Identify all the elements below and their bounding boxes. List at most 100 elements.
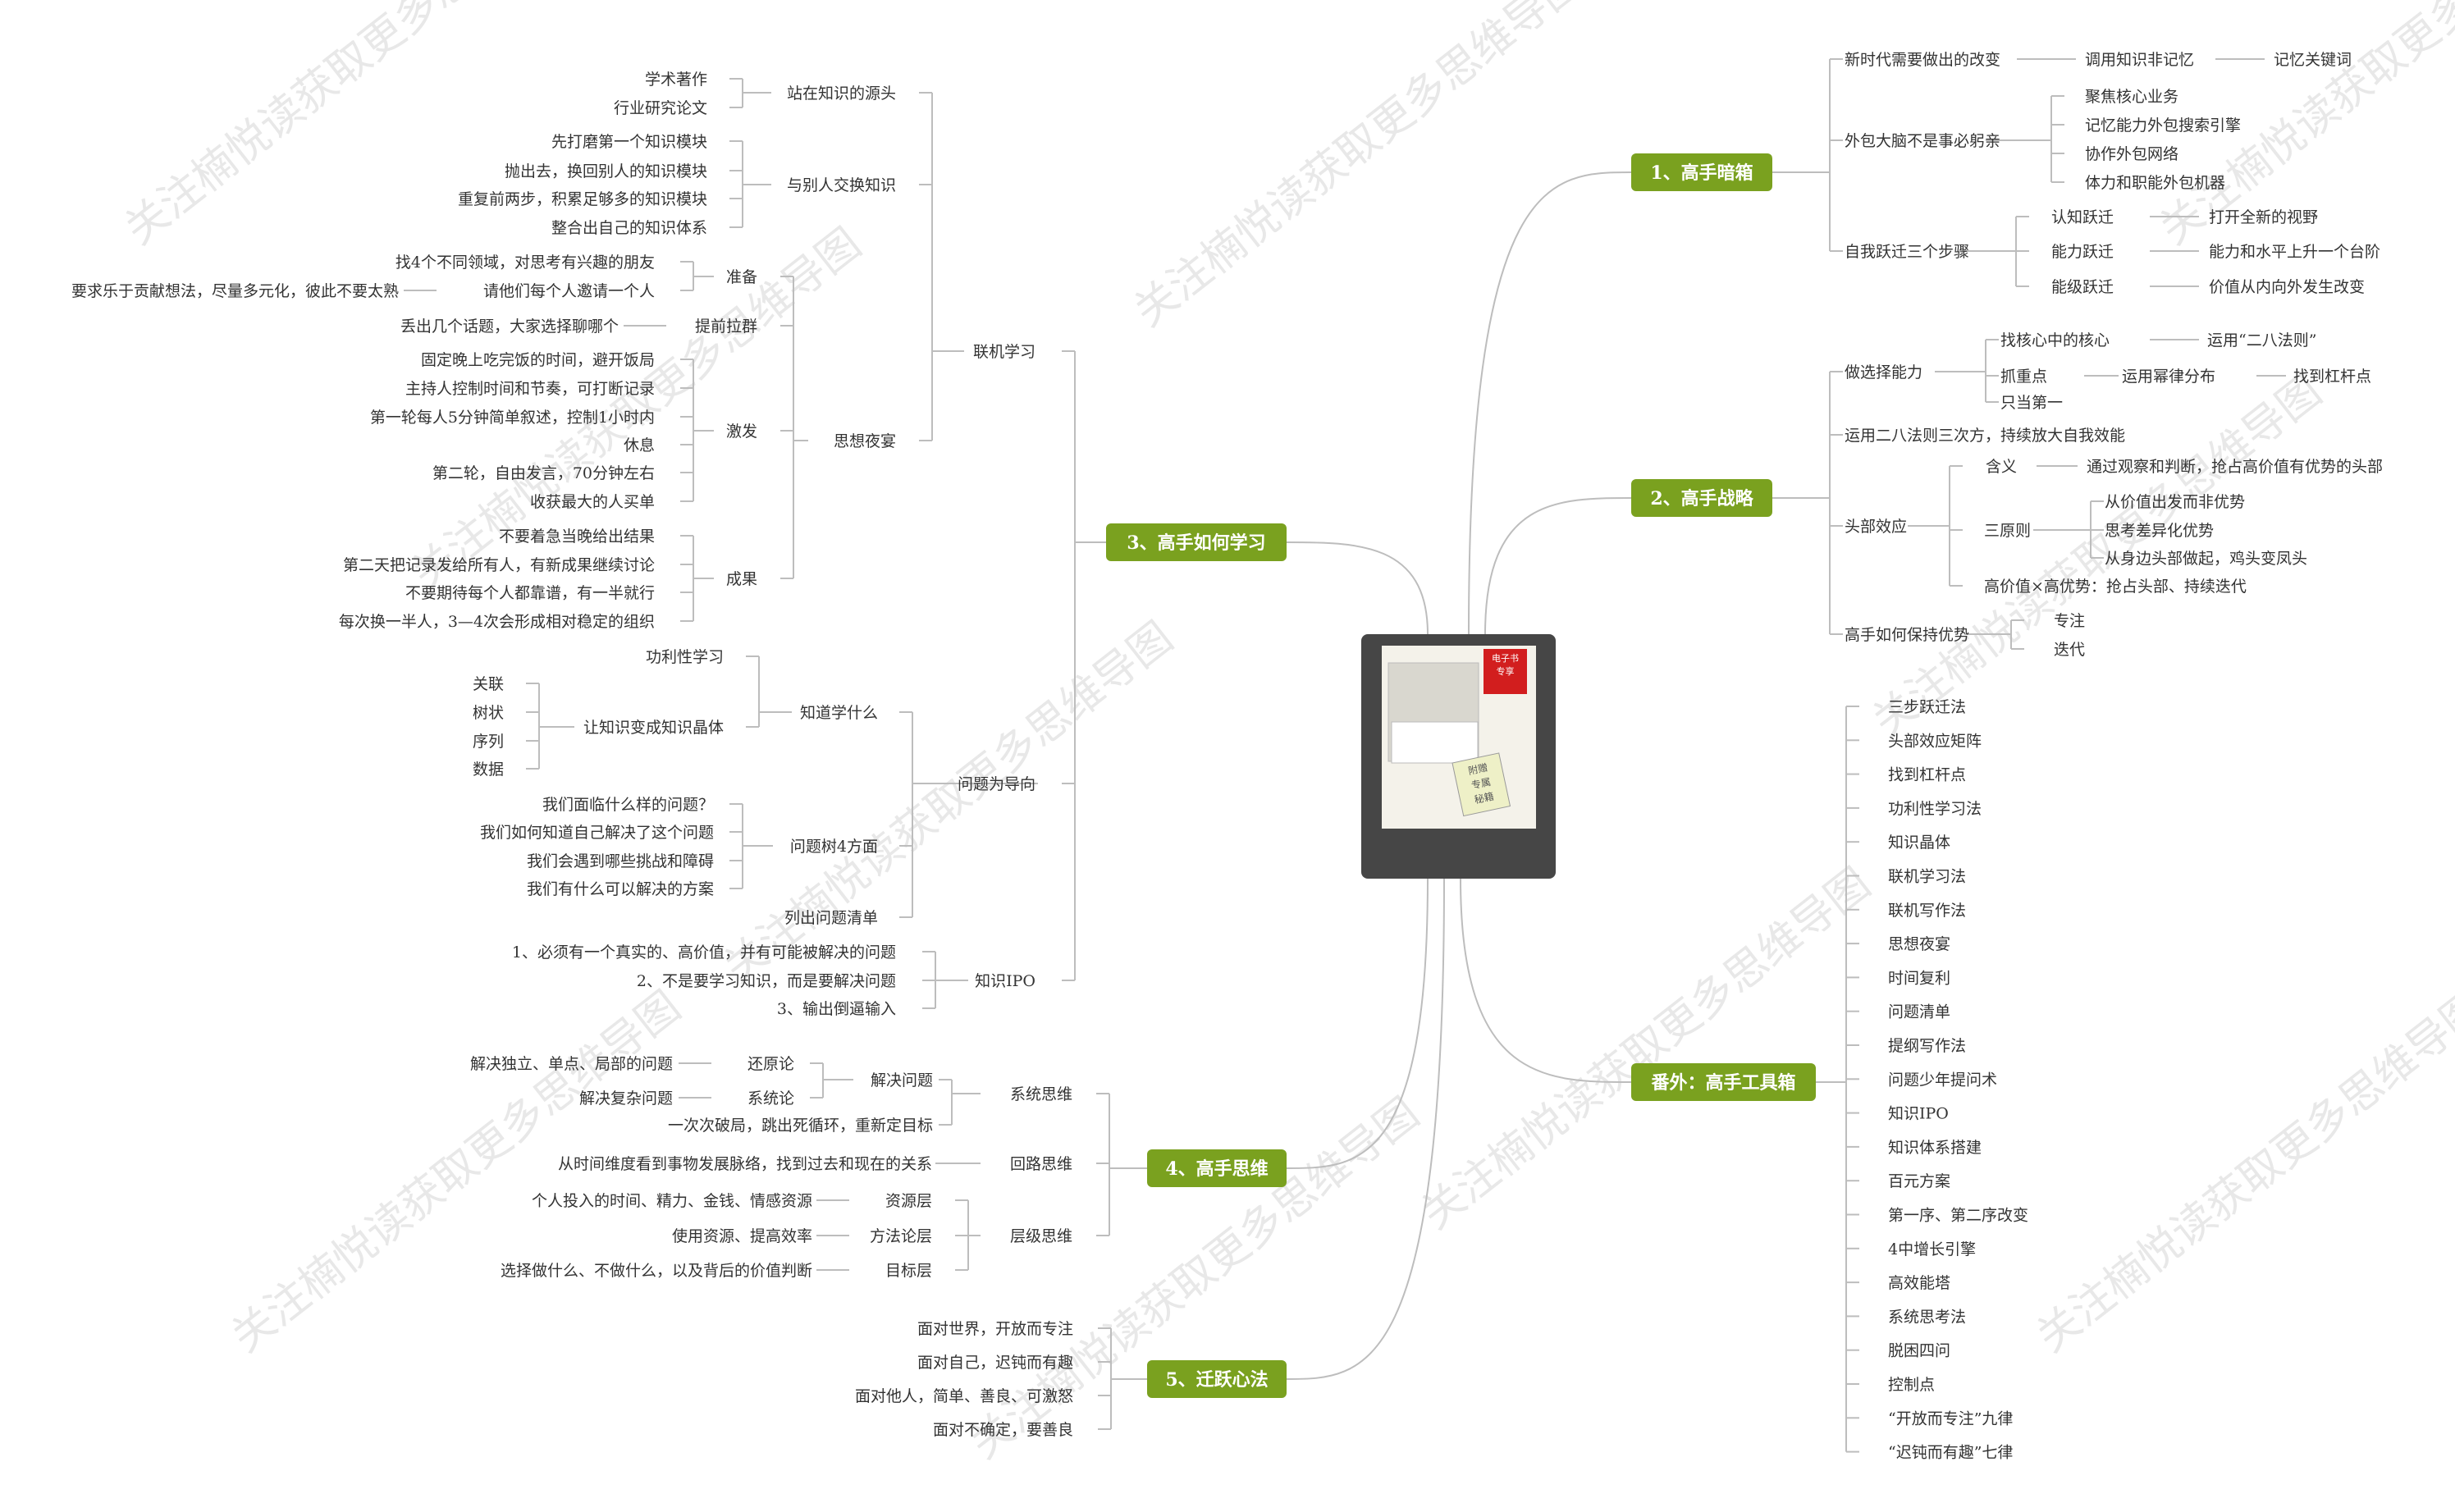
topic-label[interactable]: 第一序、第二序改变 — [1888, 1207, 2028, 1225]
topic-label[interactable]: 抓重点 — [2000, 368, 2047, 386]
topic-label[interactable]: 价值从内向外发生改变 — [2209, 278, 2365, 296]
topic-label[interactable]: 知道学什么 — [800, 704, 878, 722]
topic-label[interactable]: 面对自己，迟钝而有趣 — [917, 1354, 1073, 1372]
topic-label[interactable]: 解决独立、单点、局部的问题 — [470, 1055, 673, 1073]
topic-label[interactable]: 聚焦核心业务 — [2085, 88, 2178, 106]
topic-label[interactable]: 回路思维 — [1010, 1155, 1072, 1173]
topic-label[interactable]: 重复前两步，积累足够多的知识模块 — [458, 190, 707, 208]
topic-label[interactable]: 三步跃迁法 — [1888, 698, 1966, 716]
topic-label[interactable]: 做选择能力 — [1845, 363, 1922, 381]
topic-label[interactable]: 新时代需要做出的改变 — [1845, 51, 2000, 69]
topic-label[interactable]: 要求乐于贡献想法，尽量多元化，彼此不要太熟 — [71, 282, 399, 300]
topic-label[interactable]: 外包大脑不是事必躬亲 — [1845, 132, 2000, 150]
topic-label[interactable]: 控制点 — [1888, 1376, 1935, 1394]
topic-label[interactable]: 系统论 — [747, 1089, 794, 1108]
topic-label[interactable]: 运用二八法则三次方，持续放大自我效能 — [1845, 427, 2125, 445]
topic-label[interactable]: 问题树4方面 — [790, 838, 878, 856]
topic-label[interactable]: 从身边头部做起，鸡头变凤头 — [2105, 550, 2307, 568]
topic-label[interactable]: 树状 — [473, 704, 504, 722]
main-branch-b2[interactable] — [1631, 479, 1772, 517]
topic-label[interactable]: 知识IPO — [975, 972, 1035, 990]
topic-label[interactable]: 思想夜宴 — [1888, 934, 1950, 953]
topic-label[interactable]: 知识晶体 — [1888, 834, 1950, 852]
topic-label[interactable]: 还原论 — [747, 1055, 794, 1073]
topic-label[interactable]: 关联 — [473, 675, 504, 693]
topic-label[interactable]: 从价值出发而非优势 — [2105, 493, 2245, 511]
topic-label[interactable]: 使用资源、提高效率 — [672, 1227, 812, 1245]
topic-label[interactable]: 选择做什么、不做什么，以及背后的价值判断 — [501, 1262, 812, 1280]
topic-label[interactable]: 问题少年提问术 — [1888, 1071, 1997, 1089]
topic-label[interactable]: 功利性学习 — [646, 648, 724, 666]
topic-label[interactable]: 含义 — [1986, 458, 2017, 476]
topic-label[interactable]: 数据 — [473, 761, 504, 779]
topic-label[interactable]: 先打磨第一个知识模块 — [551, 133, 707, 151]
topic-label[interactable]: 提纲写作法 — [1888, 1037, 1966, 1055]
topic-label[interactable]: 不要着急当晚给出结果 — [499, 528, 655, 546]
topic-label[interactable]: 让知识变成知识晶体 — [583, 719, 724, 737]
topic-label[interactable]: 通过观察和判断，抢占高价值有优势的头部 — [2087, 458, 2383, 476]
topic-label[interactable]: 三原则 — [1984, 522, 2031, 540]
topic-label[interactable]: 高效能塔 — [1888, 1274, 1950, 1292]
central-topic[interactable]: 电子书 专享 附赠 专属 秘籍 — [1361, 634, 1556, 879]
topic-label[interactable]: 知识IPO — [1888, 1105, 1949, 1123]
topic-label[interactable]: 一次次破局，跳出死循环，重新定目标 — [668, 1117, 933, 1135]
topic-label[interactable]: 第一轮每人5分钟简单叙述，控制1小时内 — [370, 409, 655, 427]
topic-label[interactable]: 与别人交换知识 — [787, 176, 896, 194]
topic-label[interactable]: 知识体系搭建 — [1888, 1139, 1982, 1157]
topic-label[interactable]: 第二轮，自由发言，70分钟左右 — [432, 464, 655, 482]
topic-label[interactable]: 目标层 — [885, 1262, 932, 1280]
topic-label[interactable]: 思想夜宴 — [834, 432, 896, 450]
topic-label[interactable]: 提前拉群 — [695, 317, 757, 336]
topic-label[interactable]: 站在知识的源头 — [787, 85, 896, 103]
topic-label[interactable]: 高手如何保持优势 — [1845, 626, 1969, 644]
topic-label[interactable]: 记忆能力外包搜索引擎 — [2085, 116, 2241, 135]
topic-label[interactable]: 准备 — [726, 268, 757, 286]
topic-label[interactable]: 收获最大的人买单 — [530, 493, 655, 511]
topic-label[interactable]: 找到杠杆点 — [2293, 368, 2371, 386]
topic-label[interactable]: 3、输出倒逼输入 — [777, 1000, 896, 1018]
topic-label[interactable]: 思考差异化优势 — [2105, 522, 2214, 540]
topic-label[interactable]: 成果 — [726, 570, 757, 588]
topic-label[interactable]: 时间复利 — [1888, 969, 1950, 987]
topic-label[interactable]: 主持人控制时间和节奏，可打断记录 — [405, 380, 655, 398]
topic-label[interactable]: 找4个不同领域，对思考有兴趣的朋友 — [395, 254, 655, 272]
topic-label[interactable]: 能力跃迁 — [2051, 243, 2114, 261]
topic-label[interactable]: 列出问题清单 — [784, 909, 878, 927]
topic-label[interactable]: 脱困四问 — [1888, 1342, 1950, 1360]
topic-label[interactable]: 从时间维度看到事物发展脉络，找到过去和现在的关系 — [558, 1155, 932, 1173]
topic-label[interactable]: 自我跃迁三个步骤 — [1845, 243, 1969, 261]
topic-label[interactable]: 丢出几个话题，大家选择聊哪个 — [400, 317, 619, 336]
topic-label[interactable]: 4中增长引擎 — [1888, 1240, 1976, 1258]
topic-label[interactable]: 高价值×高优势：抢占头部、持续迭代 — [1984, 578, 2247, 596]
topic-label[interactable]: 迭代 — [2054, 641, 2085, 659]
topic-label[interactable]: 系统思考法 — [1888, 1308, 1966, 1326]
topic-label[interactable]: 专注 — [2054, 612, 2085, 630]
topic-label[interactable]: 能级跃迁 — [2051, 278, 2114, 296]
topic-label[interactable]: 运用幂律分布 — [2122, 368, 2215, 386]
topic-label[interactable]: 学术著作 — [645, 71, 707, 89]
topic-label[interactable]: 找核心中的核心 — [2000, 331, 2110, 349]
topic-label[interactable]: 解决问题 — [871, 1071, 933, 1089]
topic-label[interactable]: 打开全新的视野 — [2209, 208, 2318, 226]
topic-label[interactable]: 联机学习 — [973, 343, 1035, 361]
topic-label[interactable]: 我们如何知道自己解决了这个问题 — [480, 824, 714, 842]
topic-label[interactable]: 功利性学习法 — [1888, 800, 1982, 818]
main-branch-b3[interactable] — [1106, 523, 1287, 561]
main-branch-b5[interactable] — [1147, 1360, 1287, 1398]
topic-label[interactable]: 联机写作法 — [1888, 902, 1966, 920]
topic-label[interactable]: 我们会遇到哪些挑战和障碍 — [527, 852, 714, 870]
topic-label[interactable]: 不要期待每个人都靠谱，有一半就行 — [405, 584, 655, 602]
topic-label[interactable]: 面对不确定，要善良 — [933, 1421, 1073, 1439]
main-branch-b1[interactable] — [1631, 153, 1772, 191]
topic-label[interactable]: 序列 — [473, 733, 504, 751]
topic-label[interactable]: 第二天把记录发给所有人，有新成果继续讨论 — [343, 556, 655, 574]
topic-label[interactable]: 抛出去，换回别人的知识模块 — [505, 162, 707, 180]
topic-label[interactable]: 个人投入的时间、精力、金钱、情感资源 — [532, 1192, 812, 1210]
topic-label[interactable]: 请他们每个人邀请一个人 — [483, 282, 655, 300]
topic-label[interactable]: 问题清单 — [1888, 1003, 1950, 1021]
topic-label[interactable]: 2、不是要学习知识，而是要解决问题 — [637, 972, 896, 990]
topic-label[interactable]: 头部效应矩阵 — [1888, 732, 1982, 750]
topic-label[interactable]: 问题为导向 — [958, 775, 1035, 793]
topic-label[interactable]: 1、必须有一个真实的、高价值，并有可能被解决的问题 — [512, 943, 896, 962]
main-branch-b4[interactable] — [1147, 1149, 1287, 1187]
